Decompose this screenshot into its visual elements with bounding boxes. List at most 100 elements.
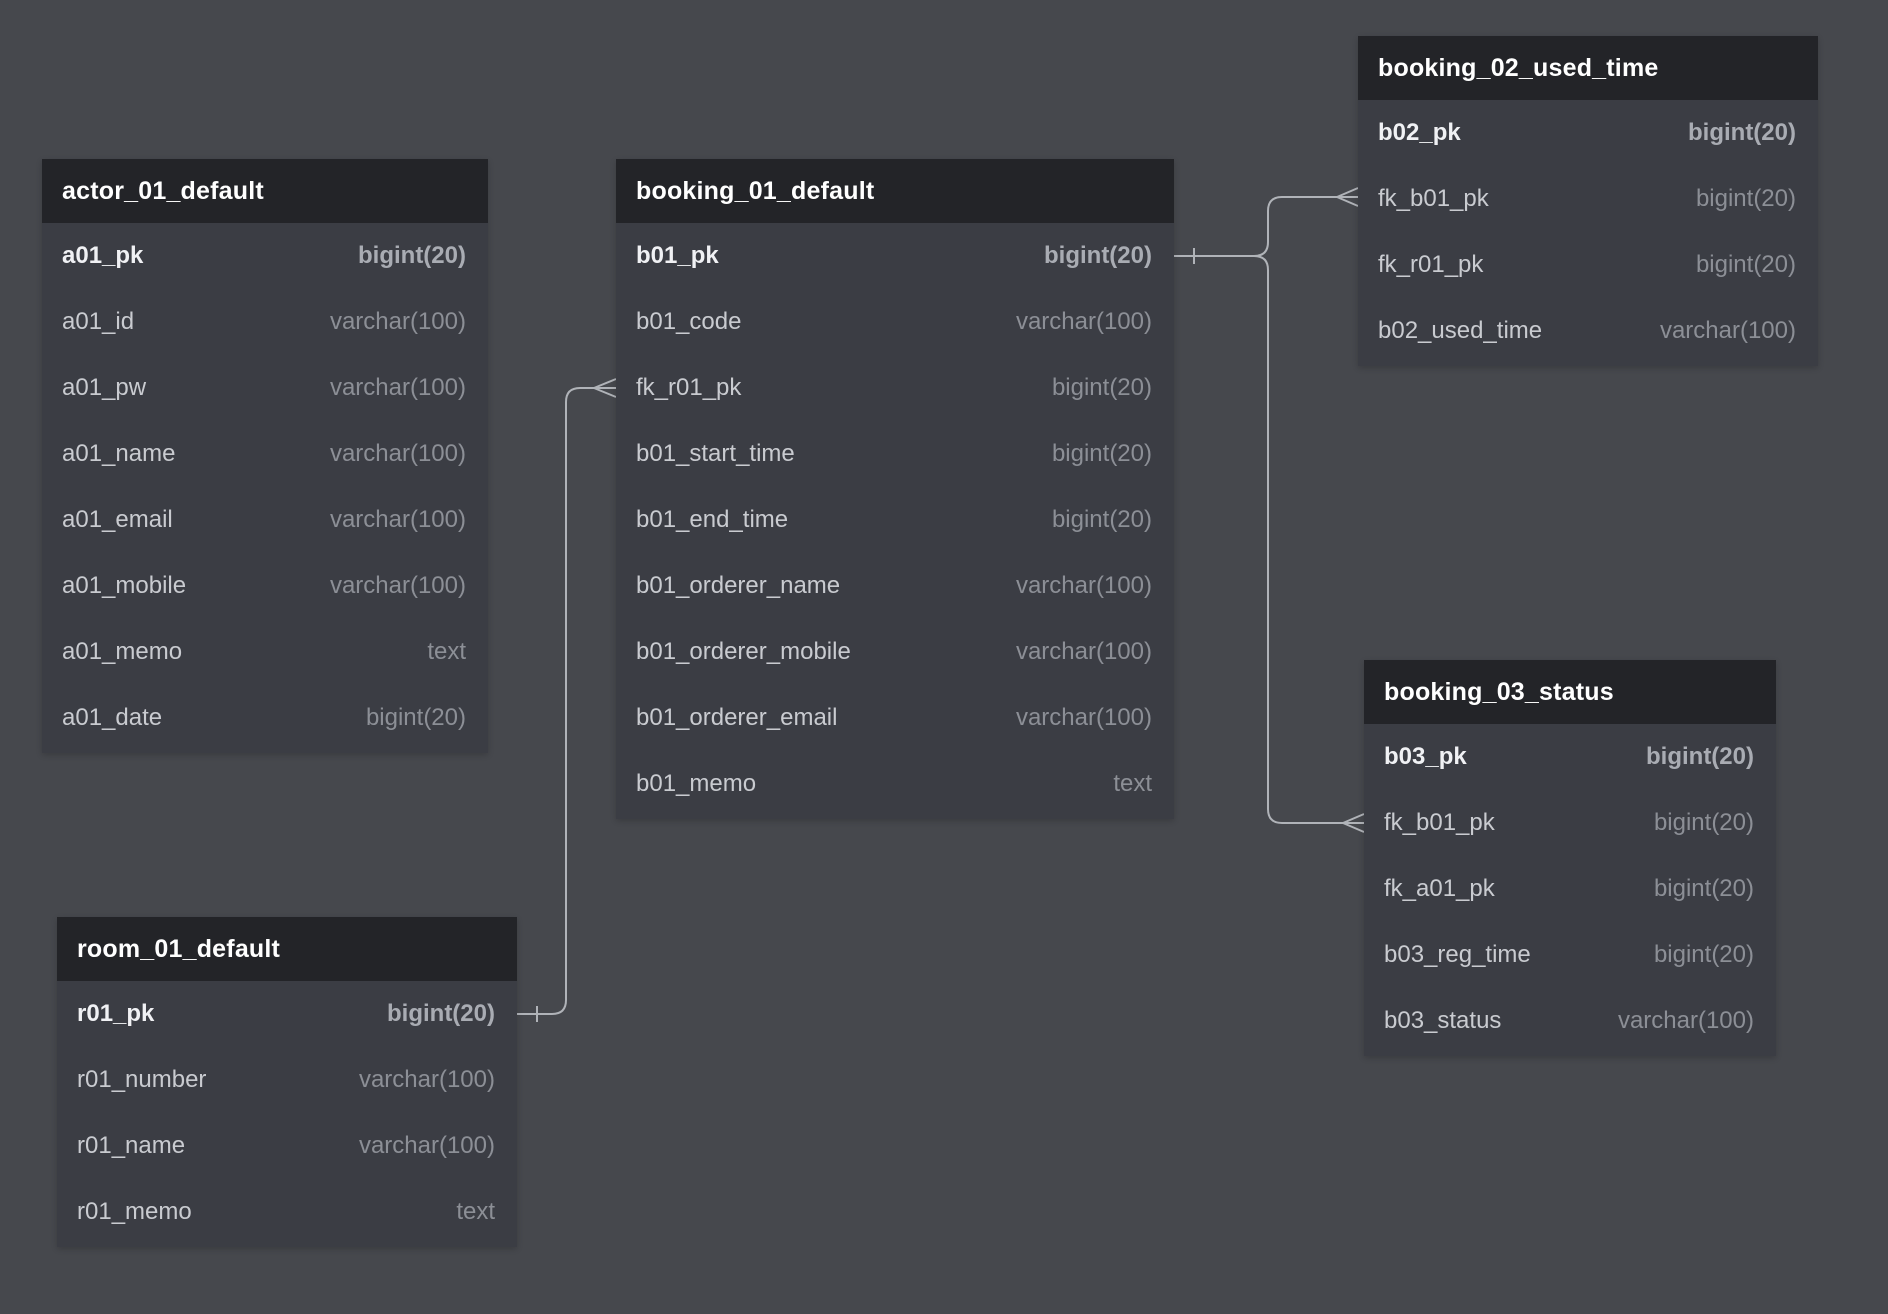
field-row-b03_reg_time[interactable]: b03_reg_time bigint(20) <box>1364 922 1776 988</box>
field-type: bigint(20) <box>1688 119 1796 146</box>
field-name: b01_orderer_name <box>636 572 841 599</box>
relation-booking01-booking02[interactable] <box>1174 187 1359 264</box>
field-row-a01_mobile[interactable]: a01_mobile varchar(100) <box>42 553 488 619</box>
field-row-r01_name[interactable]: r01_name varchar(100) <box>57 1113 517 1179</box>
field-type: varchar(100) <box>1617 1007 1754 1034</box>
field-type: varchar(100) <box>1015 572 1152 599</box>
field-row-fk_a01_pk[interactable]: fk_a01_pk bigint(20) <box>1364 856 1776 922</box>
field-row-r01_pk[interactable]: r01_pk bigint(20) <box>57 981 517 1047</box>
field-row-fk_r01_pk[interactable]: fk_r01_pk bigint(20) <box>1358 232 1818 298</box>
field-row-b03_status[interactable]: b03_status varchar(100) <box>1364 988 1776 1054</box>
field-name: b01_memo <box>636 770 757 797</box>
field-name: b01_pk <box>636 242 719 269</box>
field-type: varchar(100) <box>329 308 466 335</box>
table-booking_02_used_time[interactable]: booking_02_used_time b02_pk bigint(20) f… <box>1358 36 1818 366</box>
field-type: bigint(20) <box>1646 743 1754 770</box>
table-title: room_01_default <box>77 934 281 963</box>
table-header[interactable]: actor_01_default <box>42 159 488 223</box>
field-row-a01_name[interactable]: a01_name varchar(100) <box>42 421 488 487</box>
field-type: bigint(20) <box>387 1000 495 1027</box>
field-type: varchar(100) <box>1015 704 1152 731</box>
relation-line-booking01-booking02[interactable] <box>1174 187 1359 264</box>
field-type: bigint(20) <box>365 704 466 731</box>
field-name: fk_b01_pk <box>1378 185 1489 212</box>
field-row-b03_pk[interactable]: b03_pk bigint(20) <box>1364 724 1776 790</box>
field-name: b02_used_time <box>1378 317 1543 344</box>
table-header[interactable]: booking_01_default <box>616 159 1174 223</box>
field-row-b02_pk[interactable]: b02_pk bigint(20) <box>1358 100 1818 166</box>
table-body: r01_pk bigint(20) r01_number varchar(100… <box>57 981 517 1247</box>
relation-room01-booking01[interactable] <box>517 378 617 1022</box>
field-name: r01_number <box>77 1066 207 1093</box>
field-type: text <box>456 1198 495 1225</box>
field-row-fk_b01_pk[interactable]: fk_b01_pk bigint(20) <box>1358 166 1818 232</box>
field-name: b03_pk <box>1384 743 1467 770</box>
relation-line-room01-booking01[interactable] <box>517 378 617 1022</box>
table-header[interactable]: booking_03_status <box>1364 660 1776 724</box>
table-booking_03_status[interactable]: booking_03_status b03_pk bigint(20) fk_b… <box>1364 660 1776 1056</box>
field-name: a01_id <box>62 308 135 335</box>
field-name: b01_start_time <box>636 440 795 467</box>
field-type: bigint(20) <box>1051 374 1152 401</box>
field-row-fk_b01_pk[interactable]: fk_b01_pk bigint(20) <box>1364 790 1776 856</box>
field-row-b01_memo[interactable]: b01_memo text <box>616 751 1174 817</box>
field-name: b01_end_time <box>636 506 789 533</box>
field-type: varchar(100) <box>358 1132 495 1159</box>
field-row-b01_orderer_email[interactable]: b01_orderer_email varchar(100) <box>616 685 1174 751</box>
field-row-b02_used_time[interactable]: b02_used_time varchar(100) <box>1358 298 1818 364</box>
table-header[interactable]: room_01_default <box>57 917 517 981</box>
field-type: bigint(20) <box>358 242 466 269</box>
field-name: b01_orderer_email <box>636 704 838 731</box>
field-row-b01_pk[interactable]: b01_pk bigint(20) <box>616 223 1174 289</box>
field-row-r01_number[interactable]: r01_number varchar(100) <box>57 1047 517 1113</box>
relation-booking01-booking03[interactable] <box>1253 255 1365 833</box>
table-title: booking_03_status <box>1384 677 1614 706</box>
field-row-b01_orderer_name[interactable]: b01_orderer_name varchar(100) <box>616 553 1174 619</box>
field-type: text <box>1113 770 1152 797</box>
table-body: b03_pk bigint(20) fk_b01_pk bigint(20) f… <box>1364 724 1776 1056</box>
field-row-a01_date[interactable]: a01_date bigint(20) <box>42 685 488 751</box>
field-name: b01_code <box>636 308 742 335</box>
field-type: bigint(20) <box>1695 251 1796 278</box>
field-row-fk_r01_pk[interactable]: fk_r01_pk bigint(20) <box>616 355 1174 421</box>
field-type: bigint(20) <box>1653 809 1754 836</box>
field-type: bigint(20) <box>1051 506 1152 533</box>
field-type: text <box>427 638 466 665</box>
field-row-r01_memo[interactable]: r01_memo text <box>57 1179 517 1245</box>
field-row-a01_email[interactable]: a01_email varchar(100) <box>42 487 488 553</box>
field-row-b01_start_time[interactable]: b01_start_time bigint(20) <box>616 421 1174 487</box>
relation-line-booking01-booking03[interactable] <box>1253 255 1365 833</box>
field-type: varchar(100) <box>1015 308 1152 335</box>
field-name: a01_mobile <box>62 572 187 599</box>
field-name: a01_name <box>62 440 176 467</box>
table-title: booking_01_default <box>636 176 875 205</box>
field-row-b01_orderer_mobile[interactable]: b01_orderer_mobile varchar(100) <box>616 619 1174 685</box>
field-type: varchar(100) <box>1015 638 1152 665</box>
table-booking_01_default[interactable]: booking_01_default b01_pk bigint(20) b01… <box>616 159 1174 819</box>
field-row-a01_pk[interactable]: a01_pk bigint(20) <box>42 223 488 289</box>
table-header[interactable]: booking_02_used_time <box>1358 36 1818 100</box>
field-name: r01_name <box>77 1132 186 1159</box>
field-name: fk_r01_pk <box>1378 251 1484 278</box>
field-type: varchar(100) <box>1659 317 1796 344</box>
field-type: bigint(20) <box>1653 875 1754 902</box>
table-room_01_default[interactable]: room_01_default r01_pk bigint(20) r01_nu… <box>57 917 517 1247</box>
field-type: varchar(100) <box>329 374 466 401</box>
field-type: varchar(100) <box>329 440 466 467</box>
field-row-b01_end_time[interactable]: b01_end_time bigint(20) <box>616 487 1174 553</box>
table-body: b02_pk bigint(20) fk_b01_pk bigint(20) f… <box>1358 100 1818 366</box>
field-name: r01_memo <box>77 1198 192 1225</box>
field-name: b03_reg_time <box>1384 941 1531 968</box>
table-actor_01_default[interactable]: actor_01_default a01_pk bigint(20) a01_i… <box>42 159 488 753</box>
field-name: a01_email <box>62 506 173 533</box>
field-name: a01_pk <box>62 242 144 269</box>
field-row-a01_memo[interactable]: a01_memo text <box>42 619 488 685</box>
field-row-b01_code[interactable]: b01_code varchar(100) <box>616 289 1174 355</box>
field-type: bigint(20) <box>1695 185 1796 212</box>
field-type: bigint(20) <box>1653 941 1754 968</box>
field-row-a01_id[interactable]: a01_id varchar(100) <box>42 289 488 355</box>
field-type: bigint(20) <box>1044 242 1152 269</box>
field-row-a01_pw[interactable]: a01_pw varchar(100) <box>42 355 488 421</box>
